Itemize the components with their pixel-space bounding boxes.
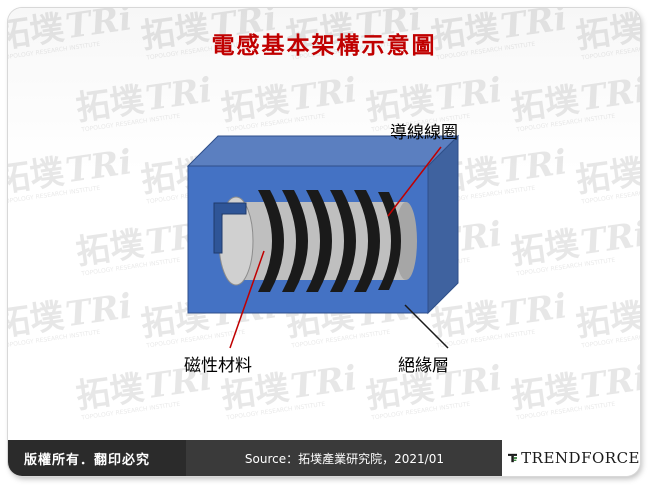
svg-text:TRi: TRi — [63, 286, 134, 335]
svg-text:拓墣: 拓墣 — [509, 80, 582, 129]
watermark-tile: 拓墣 TRi TOPOLOGY RESEARCH INSTITUTE — [8, 142, 134, 205]
brand-name: TRENDFORCE — [521, 449, 640, 467]
source-label: Source：拓墣產業研究院，2021/01 — [244, 451, 444, 466]
insulation-label: 絕緣層 — [398, 356, 449, 376]
svg-text:拓墣: 拓墣 — [139, 8, 212, 57]
svg-text:拓墣: 拓墣 — [429, 8, 502, 57]
watermark-tile: 拓墣 TRi TOPOLOGY RESEARCH INSTITUTE — [8, 286, 134, 349]
coil-label: 導線線圈 — [390, 123, 458, 143]
watermark-tile: 拓墣 TRi TOPOLOGY RESEARCH INSTITUTE — [8, 8, 134, 62]
copyright-text: 版權所有．翻印必究 — [8, 440, 186, 476]
inductor-diagram — [186, 134, 460, 349]
magnetic-pointer — [229, 250, 265, 349]
coil-pointer — [387, 146, 442, 217]
watermark-tile: 拓墣 TRi TOPOLOGY RESEARCH INSTITUTE — [509, 358, 640, 421]
svg-text:拓墣: 拓墣 — [509, 368, 582, 417]
coil-windings — [258, 190, 401, 292]
watermark-tile: 拓墣 TRi TOPOLOGY RESEARCH INSTITUTE — [574, 8, 640, 62]
svg-text:拓墣: 拓墣 — [219, 80, 292, 129]
box-side-face — [427, 134, 459, 315]
svg-text:拓墣: 拓墣 — [574, 296, 640, 345]
svg-text:TRi: TRi — [498, 286, 569, 335]
svg-text:TRi: TRi — [143, 70, 214, 119]
watermark-tile: 拓墣 TRi TOPOLOGY RESEARCH INSTITUTE — [219, 358, 360, 421]
svg-text:TRi: TRi — [288, 358, 359, 407]
source-text: Source：拓墣產業研究院，2021/01 — [186, 440, 502, 476]
svg-text:拓墣: 拓墣 — [364, 368, 437, 417]
svg-text:拓墣: 拓墣 — [509, 224, 582, 273]
lead-wire — [213, 202, 247, 254]
svg-text:TRi: TRi — [578, 214, 640, 263]
svg-text:TRi: TRi — [143, 358, 214, 407]
svg-text:拓墣: 拓墣 — [8, 8, 67, 57]
svg-text:TRi: TRi — [498, 142, 569, 191]
watermark-tile: 拓墣 TRi TOPOLOGY RESEARCH INSTITUTE — [509, 70, 640, 133]
svg-text:拓墣: 拓墣 — [574, 8, 640, 57]
svg-text:拓墣: 拓墣 — [219, 368, 292, 417]
svg-text:TRi: TRi — [288, 70, 359, 119]
svg-text:TRi: TRi — [578, 70, 640, 119]
svg-text:拓墣: 拓墣 — [284, 8, 357, 57]
svg-text:拓墣: 拓墣 — [74, 368, 147, 417]
magnetic-material-label: 磁性材料 — [184, 356, 252, 376]
watermark-tile: 拓墣 TRi TOPOLOGY RESEARCH INSTITUTE — [74, 358, 215, 421]
watermark-tile: 拓墣 TRi TOPOLOGY RESEARCH INSTITUTE — [74, 70, 215, 133]
svg-text:拓墣: 拓墣 — [364, 80, 437, 129]
svg-text:TRi: TRi — [578, 358, 640, 407]
trendforce-logo-icon — [508, 453, 518, 463]
svg-text:拓墣: 拓墣 — [8, 296, 67, 345]
insulation-pointer — [404, 304, 449, 349]
footer-bar: 版權所有．翻印必究 Source：拓墣產業研究院，2021/01 TRENDFO… — [8, 440, 640, 476]
svg-text:TRi: TRi — [433, 358, 504, 407]
slide-frame: 拓墣 TRi TOPOLOGY RESEARCH INSTITUTE 拓墣 TR… — [8, 8, 640, 476]
svg-text:拓墣: 拓墣 — [429, 296, 502, 345]
watermark-tile: 拓墣 TRi TOPOLOGY RESEARCH INSTITUTE — [574, 152, 640, 206]
svg-text:拓墣: 拓墣 — [74, 224, 147, 273]
svg-text:拓墣: 拓墣 — [574, 152, 640, 201]
svg-text:TRi: TRi — [63, 142, 134, 191]
brand-logo: TRENDFORCE — [502, 440, 640, 476]
core-end-cap — [395, 202, 417, 280]
svg-text:TRi: TRi — [433, 70, 504, 119]
svg-text:拓墣: 拓墣 — [8, 152, 67, 201]
svg-text:拓墣: 拓墣 — [74, 80, 147, 129]
page-title: 電感基本架構示意圖 — [211, 32, 437, 59]
